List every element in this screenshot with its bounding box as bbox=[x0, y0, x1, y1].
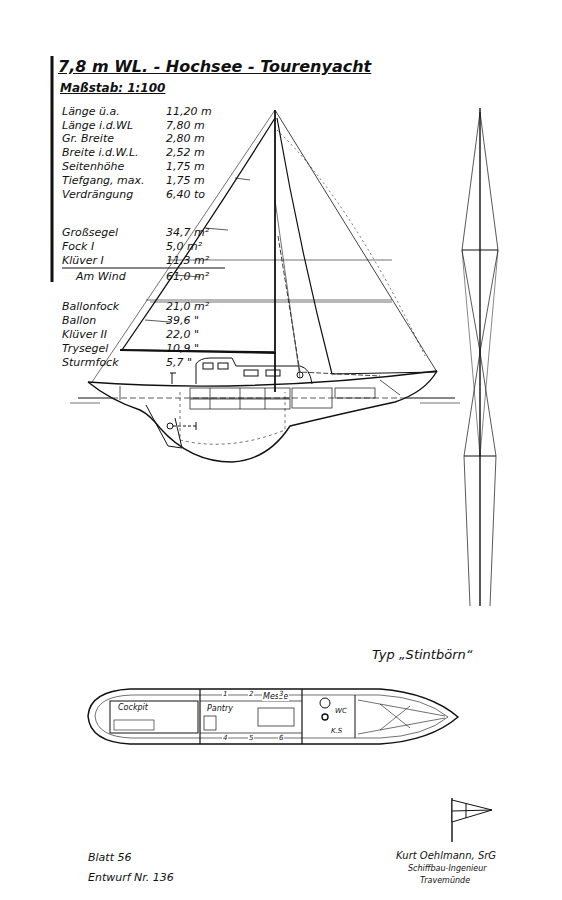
room-label: Messe bbox=[262, 692, 289, 701]
designer-name: Kurt Oehlmann, SrG bbox=[396, 850, 496, 862]
spec-name: Tiefgang, max. bbox=[62, 175, 145, 188]
berth-number: 3 bbox=[278, 690, 284, 698]
spec-value: 39,6 " bbox=[166, 315, 199, 328]
design-number: Entwurf Nr. 136 bbox=[88, 872, 174, 885]
spec-name: Sturmfock bbox=[62, 357, 119, 370]
hull-profile bbox=[88, 371, 437, 462]
berth-number: 5 bbox=[248, 734, 254, 742]
spec-name: Trysegel bbox=[62, 343, 108, 356]
berth-number: 4 bbox=[222, 734, 228, 742]
spec-name: Seitenhöhe bbox=[62, 161, 124, 174]
spec-value: 10,9 " bbox=[166, 343, 199, 356]
spec-value: 2,80 m bbox=[166, 133, 205, 146]
sum-rule bbox=[62, 268, 225, 269]
scale-note: Maßstab: 1:100 bbox=[60, 82, 165, 96]
spec-value: 22,0 " bbox=[166, 329, 199, 342]
deck-plan bbox=[88, 689, 458, 744]
headsails bbox=[277, 118, 437, 376]
spec-value: 34,7 m² bbox=[166, 227, 209, 240]
spec-name: Klüver II bbox=[62, 329, 107, 342]
spec-name: Gr. Breite bbox=[62, 133, 114, 146]
berth-number: 2 bbox=[248, 690, 254, 698]
designer-title: Schiffbau-Ingenieur bbox=[408, 864, 486, 873]
drawing-title: 7,8 m WL. - Hochsee - Tourenyacht bbox=[58, 58, 371, 76]
spec-value: 2,52 m bbox=[166, 147, 205, 160]
room-label: Pantry bbox=[206, 704, 234, 713]
sheet-number: Blatt 56 bbox=[88, 852, 131, 865]
spec-name: Länge ü.a. bbox=[62, 106, 120, 119]
spec-name: Länge i.d.WL bbox=[62, 120, 133, 133]
room-label: WC bbox=[334, 707, 348, 715]
rig bbox=[92, 110, 437, 392]
spec-name: Klüver I bbox=[62, 255, 104, 268]
spec-value: 1,75 m bbox=[166, 161, 205, 174]
berths bbox=[120, 380, 400, 409]
type-name: Typ „Stintbörn“ bbox=[372, 648, 472, 663]
spec-value: 61,0 m² bbox=[166, 271, 209, 284]
berth-number: 6 bbox=[278, 734, 284, 742]
spec-value: 11,3 m² bbox=[166, 255, 209, 268]
spec-name: Verdrängung bbox=[62, 189, 133, 202]
mast-front-view bbox=[462, 108, 498, 606]
spec-name: Ballonfock bbox=[62, 301, 119, 314]
spec-value: 5,7 " bbox=[166, 357, 192, 370]
spec-value: 7,80 m bbox=[166, 120, 205, 133]
designer-place: Travemünde bbox=[420, 876, 470, 885]
spec-name: Großsegel bbox=[62, 227, 118, 240]
spec-name: Fock I bbox=[62, 241, 94, 254]
room-label: Cockpit bbox=[117, 703, 149, 712]
spec-value: 6,40 to bbox=[166, 189, 205, 202]
berth-number: 1 bbox=[222, 690, 228, 698]
margin-bar bbox=[51, 56, 54, 282]
spec-name: Breite i.d.W.L. bbox=[62, 147, 139, 160]
spec-name: Ballon bbox=[62, 315, 96, 328]
spec-value: 11,20 m bbox=[166, 106, 212, 119]
spec-value: 21,0 m² bbox=[166, 301, 209, 314]
spec-value: 1,75 m bbox=[166, 175, 205, 188]
spec-value: 5,0 m² bbox=[166, 241, 202, 254]
mainsail bbox=[120, 118, 276, 353]
spec-name: Am Wind bbox=[76, 271, 126, 284]
room-label: K.S bbox=[330, 727, 343, 735]
club-flag bbox=[452, 798, 492, 842]
